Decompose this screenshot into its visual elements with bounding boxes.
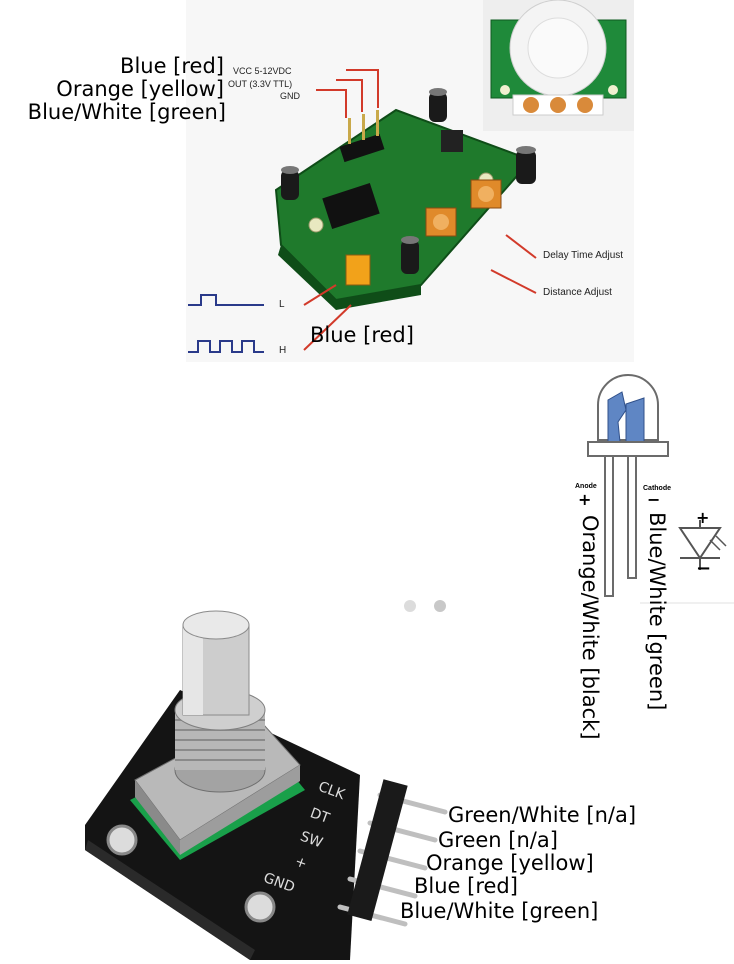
pir-jumper-wire-label: Blue [red] xyxy=(310,323,414,347)
pir-pin-label-out: OUT (3.3V TTL) xyxy=(228,79,293,89)
pir-delay-label: Delay Time Adjust xyxy=(543,250,624,261)
rotary-encoder-image xyxy=(80,605,450,960)
prev-dot-icon xyxy=(404,600,416,612)
led-cathode-wire-label: Blue/White [green] xyxy=(645,512,669,711)
pir-dome-photo xyxy=(483,0,634,131)
encoder-wire-label-clk: Green/White [n/a] xyxy=(448,803,637,827)
encoder-wire-label-gnd: Blue/White [green] xyxy=(400,899,599,923)
led-symbol-minus: − xyxy=(696,558,712,579)
led-symbol-plus: + xyxy=(696,508,710,527)
led-diagram xyxy=(560,370,734,610)
pir-pin-label-vcc: VCC 5-12VDC xyxy=(233,66,292,76)
led-anode-label: Anode xyxy=(575,483,597,490)
pir-pin-label-gnd: GND xyxy=(280,91,300,101)
led-anode-sign: + xyxy=(578,490,592,509)
pir-wire-label-gnd: Blue/White [green] xyxy=(27,100,226,124)
pir-wire-label-vcc: Blue [red] xyxy=(120,54,224,78)
pir-wire-label-out: Orange [yellow] xyxy=(56,77,224,101)
led-cathode-label: Cathode xyxy=(643,485,671,492)
pir-distance-label: Distance Adjust xyxy=(543,287,612,298)
pir-jumper-h-label: H xyxy=(279,345,287,356)
encoder-wire-label-dt: Green [n/a] xyxy=(438,828,558,852)
pir-jumper-l-label: L xyxy=(279,299,285,310)
led-anode-wire-label: Orange/White [black] xyxy=(578,515,602,740)
led-cathode-sign: − xyxy=(647,490,661,509)
encoder-wire-label-plus: Blue [red] xyxy=(414,874,518,898)
next-dot-icon xyxy=(434,600,446,612)
encoder-wire-label-sw: Orange [yellow] xyxy=(426,851,594,875)
